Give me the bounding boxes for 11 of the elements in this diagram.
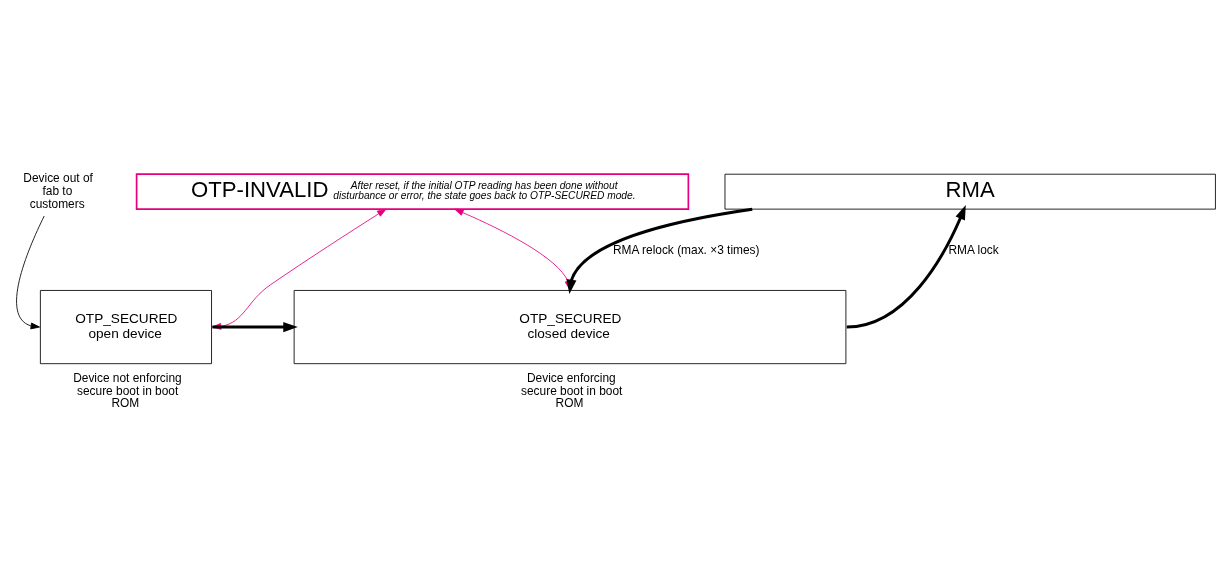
node-text: Device out of fab to customers [23, 171, 93, 212]
node-box: OTP_SECURED open device [39, 290, 212, 365]
node-box: RMA [724, 173, 1216, 210]
arrow [16, 215, 45, 330]
node-label: Device not enforcing secure boot in boot ROM [73, 370, 182, 411]
node-box: OTP-INVALID After reset, if the initial OTP reading has been done without disturbance or error, the state goes back to OTP-SECURED mode. [135, 173, 690, 210]
node-label: Device enforcing secure boot in boot ROM [521, 370, 623, 411]
edge-label: RMA lock [948, 242, 999, 257]
edge-label: RMA relock (max. ×3 times) [612, 242, 760, 257]
node-box: OTP_SECURED closed device [293, 290, 847, 365]
arrow [846, 205, 966, 329]
